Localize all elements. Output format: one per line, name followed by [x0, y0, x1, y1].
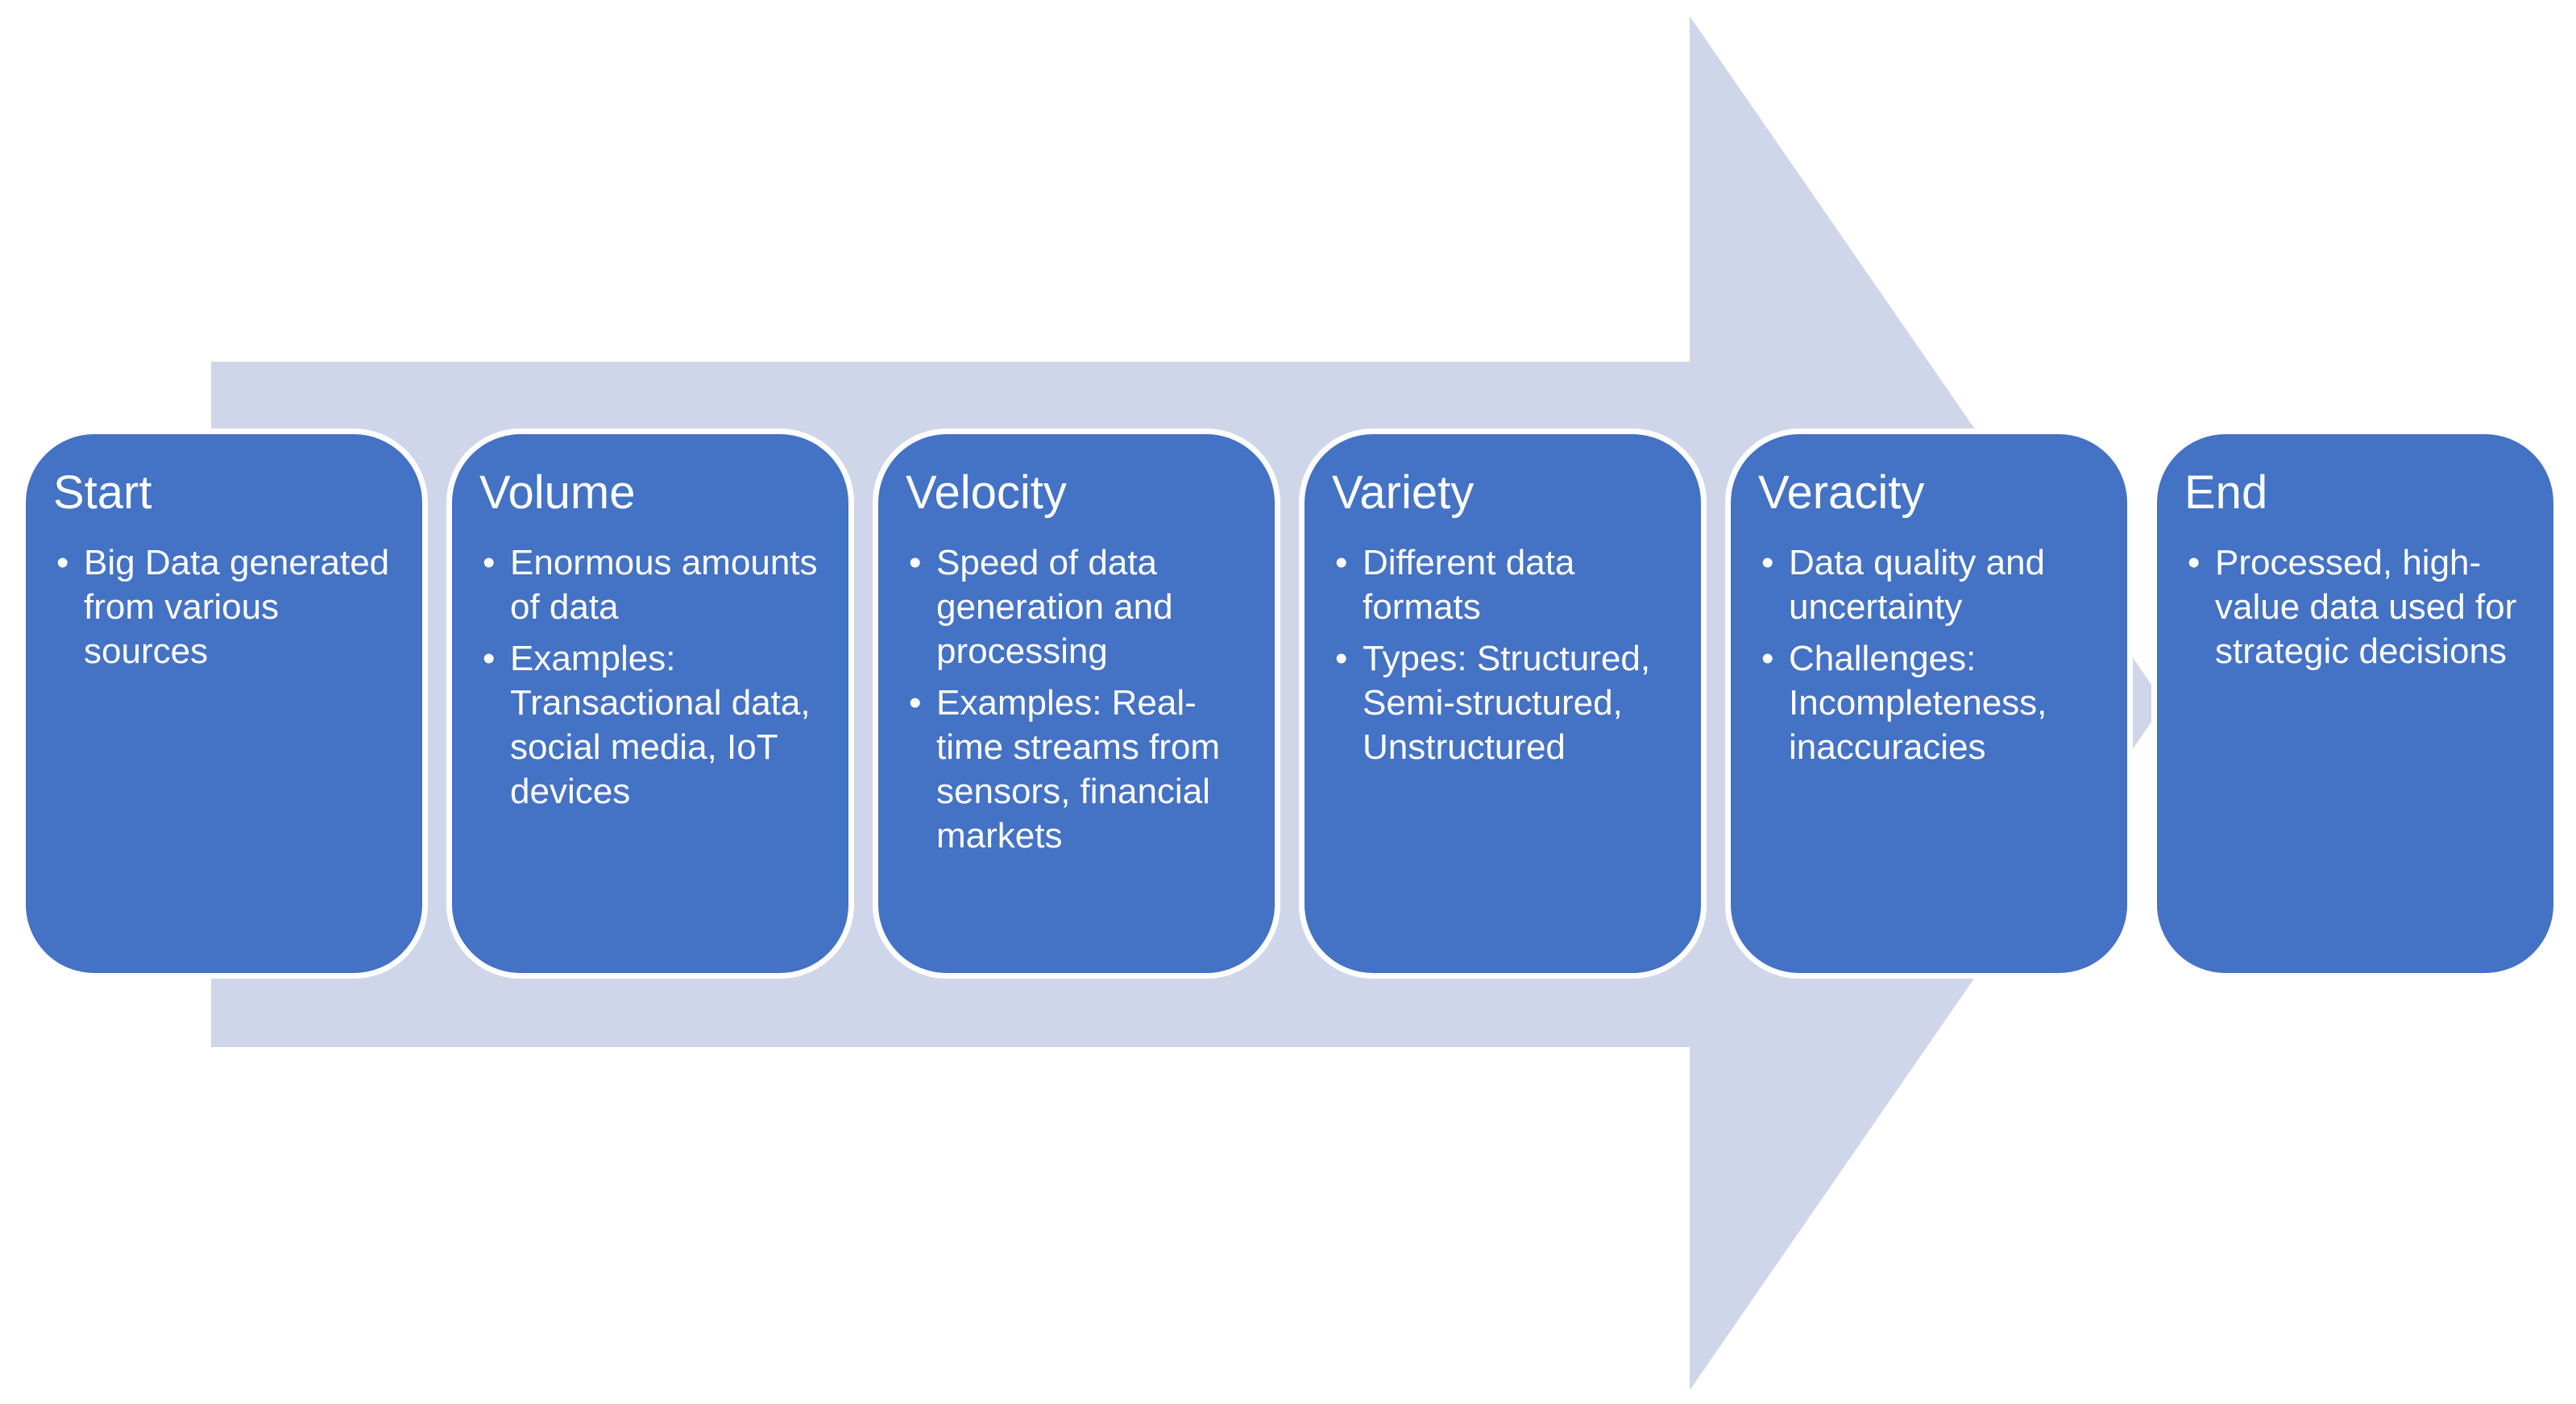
step-bullet: Enormous amounts of data [479, 540, 824, 629]
step-bullet: Examples: Transactional data, social med… [479, 636, 824, 814]
step-box-volume: Volume Enormous amounts of data Examples… [446, 429, 854, 979]
step-bullet: Speed of data generation and processing [906, 540, 1251, 673]
step-bullet-list: Processed, high-value data used for stra… [2184, 540, 2529, 673]
step-title: Start [53, 466, 152, 519]
step-bullet: Examples: Real-time streams from sensors… [906, 681, 1251, 858]
step-bullet-list: Different data formats Types: Structured… [1332, 540, 1677, 769]
step-bullet: Big Data generated from various sources [53, 540, 398, 673]
step-bullet: Types: Structured, Semi-structured, Unst… [1332, 636, 1677, 769]
step-bullet-list: Enormous amounts of data Examples: Trans… [479, 540, 824, 814]
step-box-end: End Processed, high-value data used for … [2151, 429, 2559, 979]
step-title: Variety [1332, 466, 1475, 519]
step-box-start: Start Big Data generated from various so… [20, 429, 428, 979]
step-box-veracity: Veracity Data quality and uncertainty Ch… [1725, 429, 2133, 979]
step-box-variety: Variety Different data formats Types: St… [1299, 429, 1707, 979]
step-title: Velocity [906, 466, 1067, 519]
step-bullet: Data quality and uncertainty [1758, 540, 2103, 629]
step-title: Volume [479, 466, 636, 519]
step-bullet: Challenges: Incompleteness, inaccuracies [1758, 636, 2103, 769]
step-title: End [2184, 466, 2268, 519]
step-box-velocity: Velocity Speed of data generation and pr… [873, 429, 1280, 979]
step-bullet: Processed, high-value data used for stra… [2184, 540, 2529, 673]
step-bullet-list: Big Data generated from various sources [53, 540, 398, 673]
step-bullet-list: Speed of data generation and processing … [906, 540, 1251, 858]
step-bullet-list: Data quality and uncertainty Challenges:… [1758, 540, 2103, 769]
step-title: Veracity [1758, 466, 1925, 519]
step-bullet: Different data formats [1332, 540, 1677, 629]
